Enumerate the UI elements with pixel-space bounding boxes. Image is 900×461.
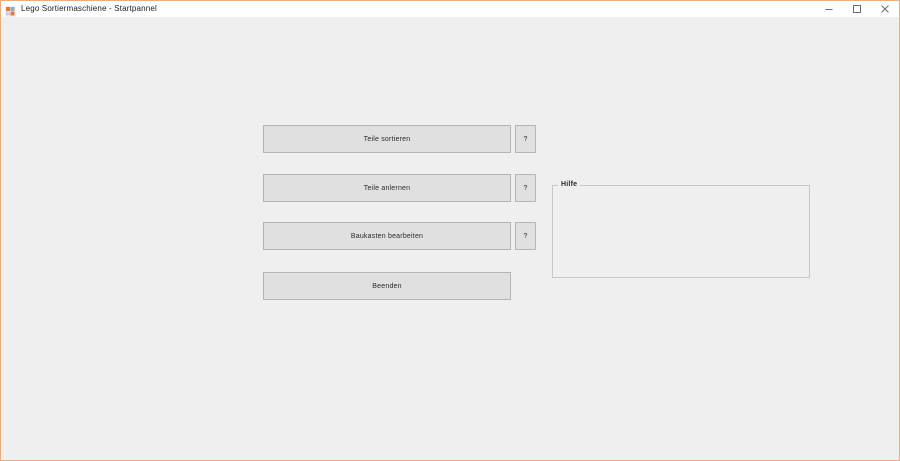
maximize-icon[interactable] [843,1,871,17]
client-area: Teile sortieren ? Teile anlernen ? Bauka… [1,17,899,460]
java-app-icon [5,4,16,17]
window-controls [815,1,899,17]
close-icon[interactable] [871,1,899,17]
sort-parts-help-button[interactable]: ? [515,125,536,153]
help-panel-content [553,186,809,277]
title-bar[interactable]: Lego Sortiermaschiene - Startpannel [1,1,899,17]
sort-parts-button[interactable]: Teile sortieren [263,125,511,153]
action-row-sort: Teile sortieren ? [263,125,536,153]
action-row-learn: Teile anlernen ? [263,174,536,202]
action-row-edit-kit: Baukasten bearbeiten ? [263,222,536,250]
learn-parts-help-button[interactable]: ? [515,174,536,202]
help-panel-title: Hilfe [558,180,581,190]
action-row-exit: Beenden [263,272,511,300]
minimize-icon[interactable] [815,1,843,17]
edit-kit-help-button[interactable]: ? [515,222,536,250]
help-panel: Hilfe [552,180,810,278]
window-title: Lego Sortiermaschiene - Startpannel [21,4,157,13]
edit-kit-button[interactable]: Baukasten bearbeiten [263,222,511,250]
learn-parts-button[interactable]: Teile anlernen [263,174,511,202]
exit-button[interactable]: Beenden [263,272,511,300]
